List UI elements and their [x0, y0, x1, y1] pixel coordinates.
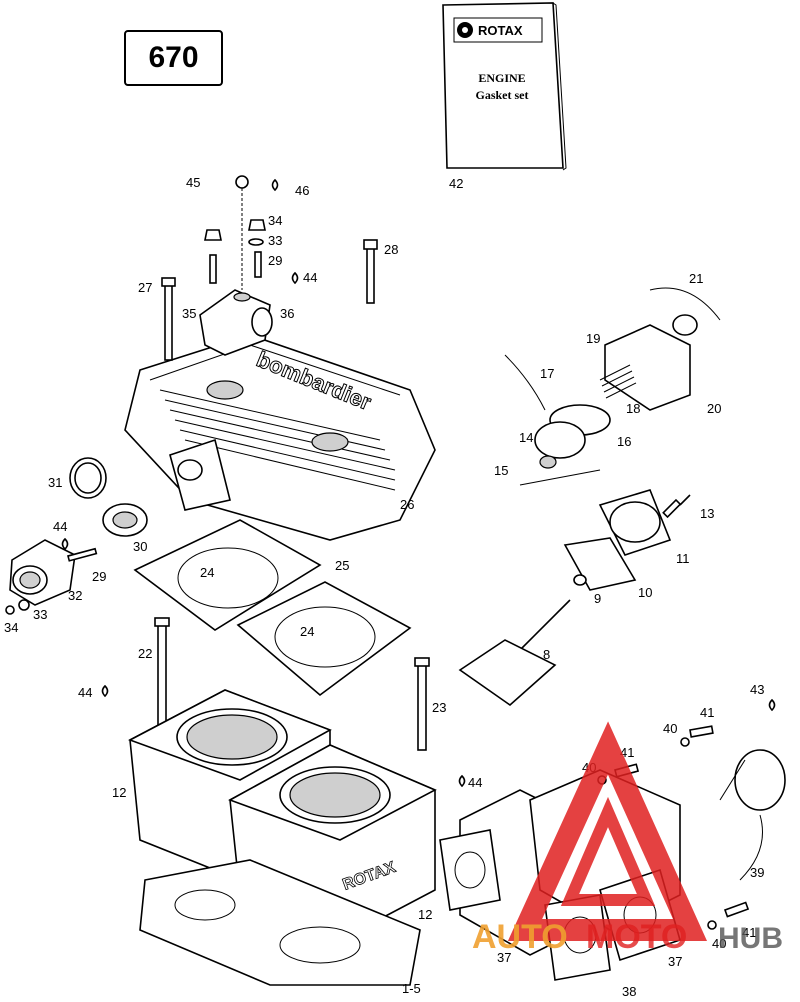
- drop-icon: [101, 684, 109, 698]
- part-label: 29: [268, 253, 282, 268]
- part-label: 28: [384, 242, 398, 257]
- part-label: 18: [626, 401, 640, 416]
- part-label: 35: [182, 306, 196, 321]
- drop-icon: [768, 698, 776, 712]
- head-gaskets: [133, 519, 412, 697]
- watermark-logo: [507, 721, 708, 941]
- drop-icon: [291, 271, 299, 285]
- part-label: 46: [295, 183, 309, 198]
- left-side-parts: [5, 457, 148, 615]
- watermark-auto: AUTO: [472, 918, 568, 956]
- sealant-drops: [61, 178, 776, 788]
- part-label: 43: [750, 682, 764, 697]
- engine-model-badge: 670: [124, 30, 223, 86]
- part-label: 11: [676, 551, 690, 566]
- drop-icon: [458, 774, 466, 788]
- part-label: 10: [638, 585, 652, 600]
- part-label: 17: [540, 366, 554, 381]
- part-label: 24: [200, 565, 214, 580]
- part-label: 41: [700, 705, 714, 720]
- part-label: 34: [4, 620, 18, 635]
- part-label: 32: [68, 588, 82, 603]
- part-label: 40: [712, 936, 726, 951]
- cylinders: ROTAX: [128, 689, 437, 986]
- part-label: 44: [78, 685, 92, 700]
- drop-icon: [271, 178, 279, 192]
- part-label: 37: [668, 954, 682, 969]
- drop-icon: [61, 537, 69, 551]
- part-label: 34: [268, 213, 282, 228]
- part-label: 16: [617, 434, 631, 449]
- part-label: 20: [707, 401, 721, 416]
- part-label: 15: [494, 463, 508, 478]
- part-label: 31: [48, 475, 62, 490]
- watermark-moto: MOTO: [586, 918, 687, 956]
- part-label: 44: [303, 270, 317, 285]
- part-label: 25: [335, 558, 349, 573]
- gasket-set-booklet: ROTAX ENGINE Gasket set: [442, 2, 567, 171]
- part-label: 22: [138, 646, 152, 661]
- part-label: 1-5: [402, 981, 421, 996]
- part-label: 40: [663, 721, 677, 736]
- part-label: 23: [432, 700, 446, 715]
- part-label: 44: [53, 519, 67, 534]
- part-label: 29: [92, 569, 106, 584]
- part-label: 42: [449, 176, 463, 191]
- part-label: 8: [543, 647, 550, 662]
- part-label: 21: [689, 271, 703, 286]
- part-label: 13: [700, 506, 714, 521]
- booklet-brand: ROTAX: [478, 23, 523, 38]
- part-label: 27: [138, 280, 152, 295]
- part-label: 12: [112, 785, 126, 800]
- thermostat-housing: [199, 289, 273, 356]
- cylinder-head: bombardier: [124, 334, 436, 541]
- part-label: 19: [586, 331, 600, 346]
- part-label: 36: [280, 306, 294, 321]
- part-label: 44: [468, 775, 482, 790]
- part-label: 33: [33, 607, 47, 622]
- watermark-triangle-icon: [507, 721, 708, 941]
- part-label: 37: [497, 950, 511, 965]
- rave-valve-assembly: [458, 287, 721, 707]
- part-label: 38: [622, 984, 636, 999]
- part-label: 39: [750, 865, 764, 880]
- part-label: 41: [742, 925, 756, 940]
- watermark-text: AUTO MOTO HUB: [472, 918, 783, 956]
- part-label: 45: [186, 175, 200, 190]
- booklet-title-1: ENGINE: [478, 71, 525, 85]
- part-label: 30: [133, 539, 147, 554]
- part-label: 9: [594, 591, 601, 606]
- part-label: 24: [300, 624, 314, 639]
- booklet-title-2: Gasket set: [476, 88, 529, 102]
- head-bolts: [161, 175, 378, 361]
- part-label: 26: [400, 497, 414, 512]
- part-label: 14: [519, 430, 533, 445]
- part-label: 33: [268, 233, 282, 248]
- part-label: 12: [418, 907, 432, 922]
- part-labels: 45 46 34 33 29 44 28 27 35 36 31 30 44 2…: [4, 175, 764, 999]
- watermark-hub: HUB: [718, 922, 783, 955]
